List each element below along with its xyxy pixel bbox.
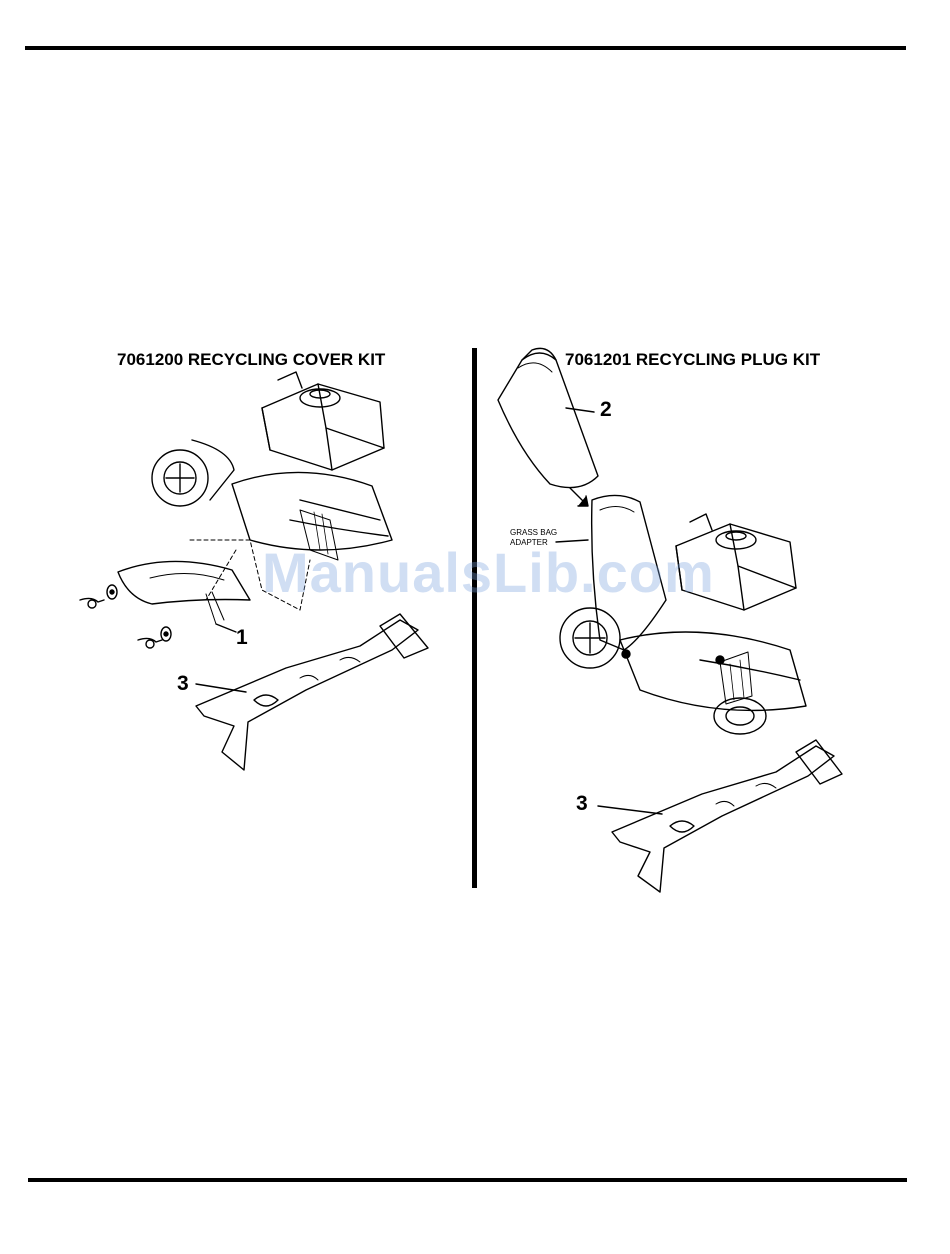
callout-1: 1 [236,626,248,650]
callout-2: 2 [600,398,612,422]
callout-3-right: 3 [576,792,588,816]
adapter-label-line1: GRASS BAG [510,528,557,538]
callout-3-left: 3 [177,672,189,696]
watermark: ManualsLib.com [262,540,715,605]
right-mower-drawing [498,348,842,892]
